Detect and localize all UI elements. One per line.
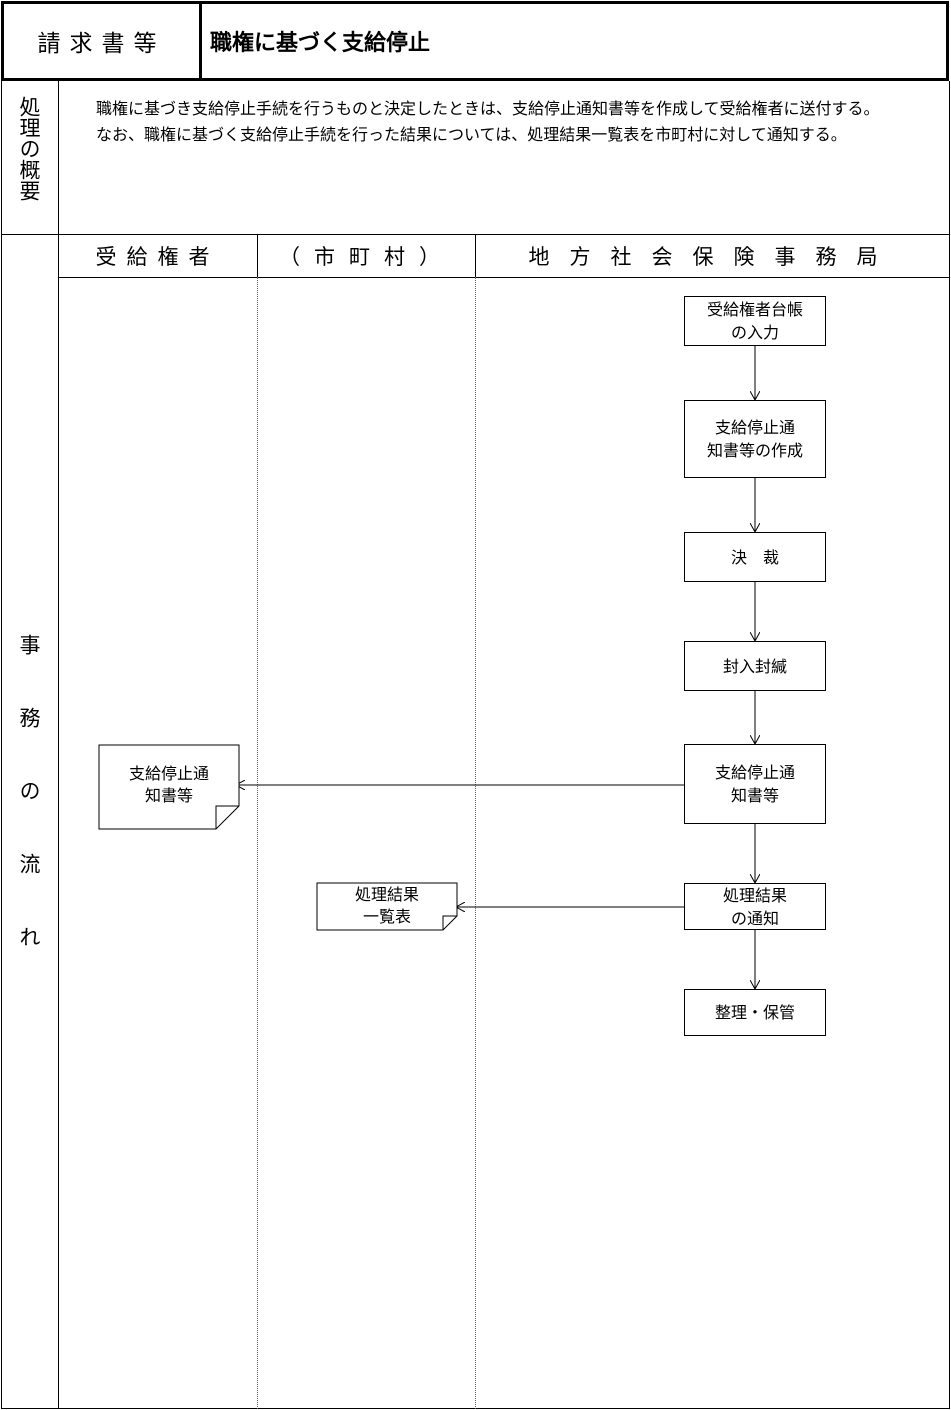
category-label: 請求書等 xyxy=(37,31,166,57)
page-title: 職権に基づく支給停止 xyxy=(210,31,431,56)
summary-text: 職権に基づき支給停止手続を行うものと決定したときは、支給停止通知書等を作成して受… xyxy=(80,96,938,148)
header-divider xyxy=(199,1,202,81)
summary-paragraph-2: なお、職権に基づく支給停止手続を行った結果については、処理結果一覧表を市町村に対… xyxy=(96,125,847,144)
header-frame xyxy=(1,1,949,81)
step-notice-box: 支給停止通 知書等 xyxy=(684,744,826,824)
summary-paragraph-1: 職権に基づき支給停止手続を行うものと決定したときは、支給停止通知書等を作成して受… xyxy=(96,99,880,118)
lane-header-municipality: （市町村） xyxy=(279,245,454,269)
recipient-document-fold xyxy=(215,805,239,829)
step-create-notice-box: 支給停止通 知書等の作成 xyxy=(684,400,826,478)
recipient-document-label: 支給停止通 知書等 xyxy=(128,764,209,805)
lane-header-divider xyxy=(58,277,950,278)
lane-dotted-separator-1 xyxy=(257,277,258,1409)
side-column-divider xyxy=(58,81,59,1409)
summary-side-label: 処理の概要 xyxy=(17,96,41,201)
step-result-notify-box: 処理結果 の通知 xyxy=(684,883,826,930)
step-enclose-seal-box: 封入封緘 xyxy=(684,641,826,691)
municipality-document-shape xyxy=(316,882,458,931)
step-approval-box: 決 裁 xyxy=(684,532,826,582)
municipality-document-label: 処理結果 一覧表 xyxy=(354,885,419,926)
lane-header-separator-1 xyxy=(257,234,258,277)
municipality-document-fold xyxy=(442,915,457,930)
recipient-document-shape xyxy=(98,744,240,830)
lane-header-recipient: 受給権者 xyxy=(95,245,220,269)
step-ledger-entry-box: 受給権者台帳 の入力 xyxy=(684,296,826,346)
step-filing-box: 整理・保管 xyxy=(684,989,826,1036)
lane-header-office: 地方社会保険事務局 xyxy=(528,245,898,269)
lane-header-separator-2 xyxy=(475,234,476,277)
lane-dotted-separator-2 xyxy=(475,277,476,1409)
flow-side-label: 事務の流れ xyxy=(17,634,41,999)
